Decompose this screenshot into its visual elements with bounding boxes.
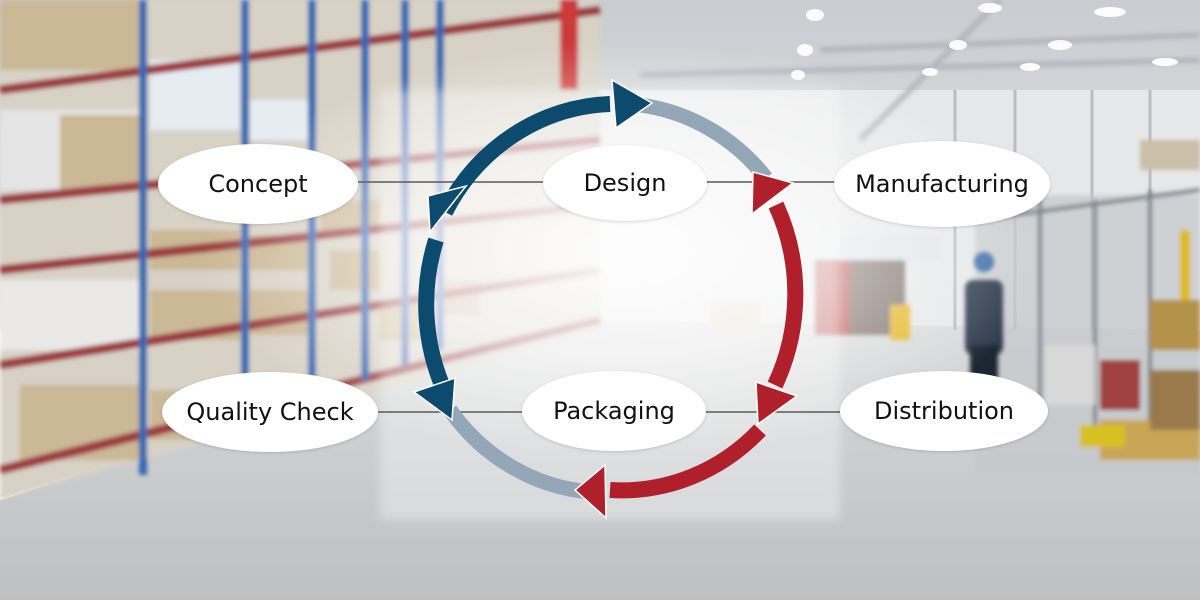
node-label: Design xyxy=(583,169,667,197)
node-design: Design xyxy=(543,145,707,221)
blue-arrowhead-right-icon xyxy=(611,78,654,130)
node-quality-check: Quality Check xyxy=(162,372,378,452)
node-label: Quality Check xyxy=(186,398,354,426)
red-arrowhead-down-icon xyxy=(755,380,799,426)
node-concept: Concept xyxy=(158,144,358,224)
red-arc-bottom xyxy=(609,424,766,499)
red-arc-right xyxy=(767,201,804,389)
blue-arrowhead-upper-left-icon xyxy=(427,184,468,235)
gray-arc-bottom-left xyxy=(443,405,591,500)
blue-arrow-group xyxy=(412,78,654,422)
node-distribution: Distribution xyxy=(840,371,1048,451)
gray-arc-top-right xyxy=(638,97,772,183)
red-arrowhead-up-icon xyxy=(751,171,795,216)
node-label: Concept xyxy=(208,170,308,198)
blue-arrowhead-lower-left-icon xyxy=(412,376,456,422)
node-label: Packaging xyxy=(553,397,675,425)
blue-arc-left xyxy=(418,237,450,389)
node-packaging: Packaging xyxy=(522,371,706,451)
red-arrow-group xyxy=(573,171,804,520)
node-manufacturing: Manufacturing xyxy=(834,141,1050,227)
node-label: Distribution xyxy=(873,397,1014,425)
node-label: Manufacturing xyxy=(855,170,1029,198)
red-arrowhead-left-icon xyxy=(573,463,607,520)
